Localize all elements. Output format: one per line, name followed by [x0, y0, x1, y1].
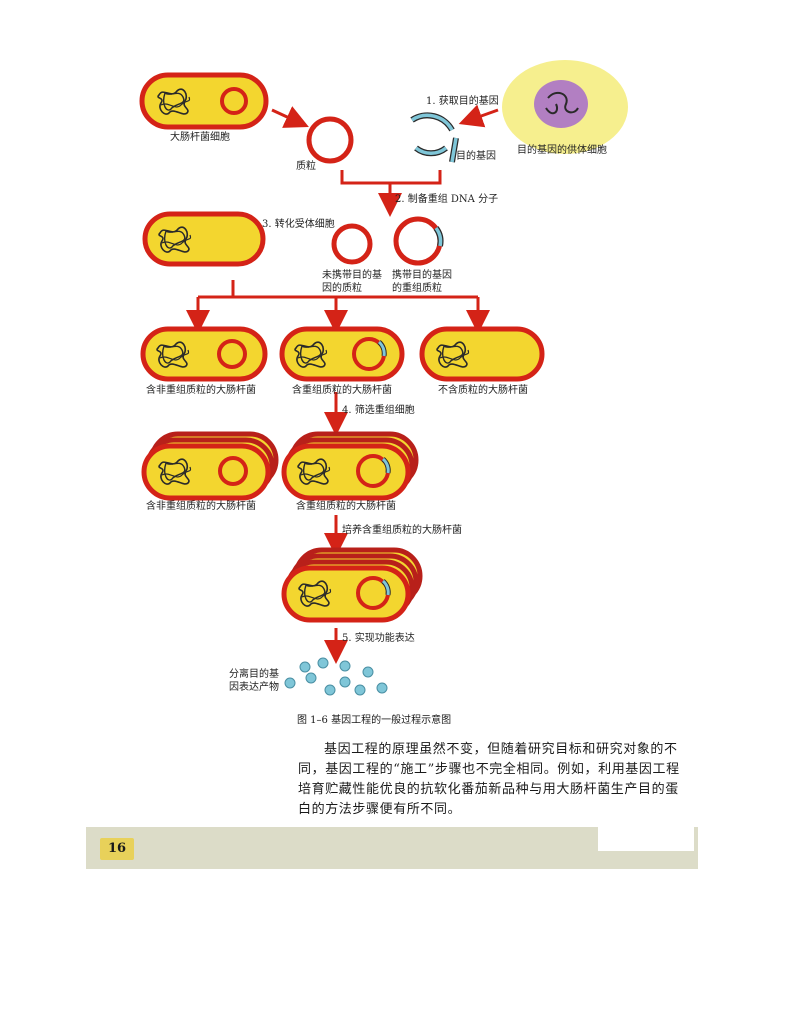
label-step3: 3. 转化受体细胞: [262, 219, 335, 230]
footer-notch: [598, 827, 694, 851]
footer-band: [86, 827, 698, 869]
label-step2: 2. 制备重组 DNA 分子: [395, 194, 499, 205]
label-plasmid: 质粒: [296, 161, 316, 172]
label-bac-recomb-2: 含重组质粒的大肠杆菌: [296, 501, 396, 512]
plasmid: [306, 116, 354, 164]
label-target-gene: 目的基因: [456, 151, 496, 162]
label-donor-cell: 目的基因的供体细胞: [517, 145, 607, 156]
label-step1: 1. 获取目的基因: [426, 96, 499, 107]
culture-stack: [281, 547, 423, 623]
dna-fragments: [410, 112, 459, 163]
label-step5: 5. 实现功能表达: [342, 633, 415, 644]
ecoli-cell: [139, 72, 269, 130]
label-bac-nonrecomb-2: 含非重组质粒的大肠杆菌: [146, 501, 256, 512]
recipient-cell: [142, 211, 266, 267]
label-step4: 4. 筛选重组细胞: [342, 405, 415, 416]
plasmid-without-gene: [331, 223, 373, 265]
split-bracket: [198, 280, 478, 299]
stack-recombinant: [281, 431, 419, 501]
label-bac-recomb: 含重组质粒的大肠杆菌: [292, 385, 392, 396]
bacterium-recombinant: [279, 326, 405, 382]
label-ecoli-cell: 大肠杆菌细胞: [170, 132, 230, 143]
protein-products: [284, 657, 388, 696]
body-paragraph: 基因工程的原理虽然不变，但随着研究目标和研究对象的不同，基因工程的“施工”步骤也…: [298, 742, 680, 817]
label-bac-nonrecomb: 含非重组质粒的大肠杆菌: [146, 385, 256, 396]
label-bac-none: 不含质粒的大肠杆菌: [438, 385, 528, 396]
figure-caption: 图 1–6 基因工程的一般过程示意图: [297, 715, 452, 726]
label-plasmid-without-gene: 未携带目的基因的质粒: [322, 270, 382, 294]
bacterium-no-plasmid: [419, 326, 545, 382]
donor-cell: [502, 60, 628, 154]
recombinant-plasmid: [393, 216, 444, 266]
stack-nonrecombinant: [141, 431, 279, 501]
bacterium-nonrecombinant: [140, 326, 268, 382]
arrow-to-plasmid: [271, 106, 309, 128]
label-culture: 培养含重组质粒的大肠杆菌: [342, 525, 462, 536]
label-recombinant-plasmid: 携带目的基因的重组质粒: [392, 270, 452, 294]
arrow-from-donor: [458, 104, 499, 128]
page-number: 16: [100, 838, 134, 860]
label-product: 分离目的基因表达产物: [229, 669, 279, 693]
merge-bracket: [340, 170, 442, 185]
